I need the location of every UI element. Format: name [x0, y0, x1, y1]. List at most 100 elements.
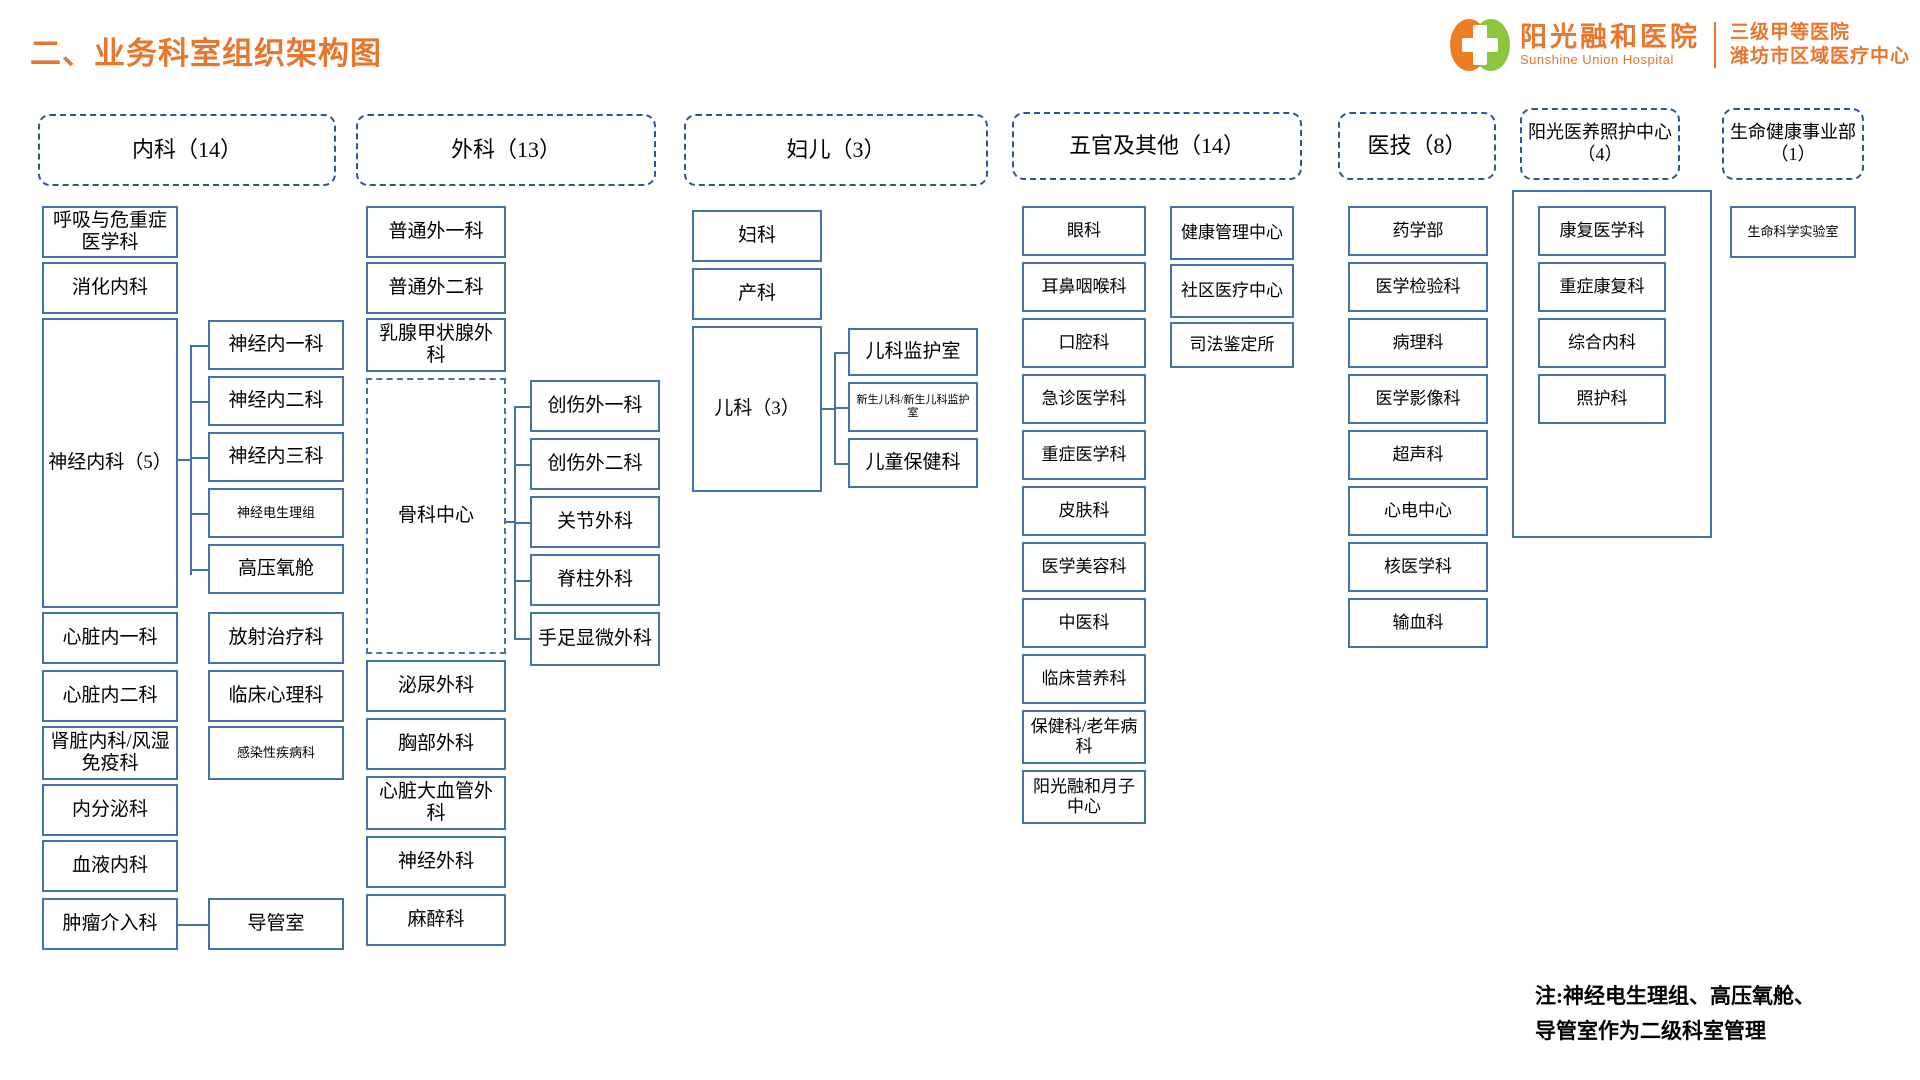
box-fuer-0[interactable]: 妇科 [692, 210, 822, 262]
box-wuguan-a-10[interactable]: 阳光融和月子中心 [1022, 770, 1146, 824]
box-shenjing-child-0[interactable]: 神经内一科 [208, 320, 344, 370]
hospital-logo-block: 阳光融和医院 Sunshine Union Hospital 三级甲等医院 潍坊… [1449, 14, 1910, 76]
box-yiyang-3[interactable]: 照护科 [1538, 374, 1666, 424]
footnote-line1: 注:神经电生理组、高压氧舱、 [1535, 983, 1815, 1008]
box-neike-6[interactable]: 内分泌科 [42, 784, 178, 836]
connector [514, 638, 530, 640]
box-wuguan-b-0[interactable]: 健康管理中心 [1170, 206, 1294, 260]
box-yiji-4[interactable]: 超声科 [1348, 430, 1488, 480]
connector [190, 457, 208, 459]
logo-tag-line2: 潍坊市区域医疗中心 [1729, 46, 1910, 67]
box-yiji-7[interactable]: 输血科 [1348, 598, 1488, 648]
box-waike-5[interactable]: 胸部外科 [366, 718, 506, 770]
box-daoguanshi[interactable]: 导管室 [208, 898, 344, 950]
logo-tag-line1: 三级甲等医院 [1729, 22, 1850, 44]
box-yiyang-1[interactable]: 重症康复科 [1538, 262, 1666, 312]
box-neike-1[interactable]: 消化内科 [42, 262, 178, 314]
box-erke-child-1[interactable]: 新生儿科/新生儿科监护室 [848, 382, 978, 432]
connector [190, 569, 208, 571]
box-shenjing-child-1[interactable]: 神经内二科 [208, 376, 344, 426]
box-shenjing-child-2[interactable]: 神经内三科 [208, 432, 344, 482]
box-waike-4[interactable]: 泌尿外科 [366, 660, 506, 712]
footnote: 注:神经电生理组、高压氧舱、 导管室作为二级科室管理 [1535, 979, 1815, 1050]
box-neike-extra-2[interactable]: 感染性疾病科 [208, 726, 344, 780]
connector [822, 408, 834, 410]
box-neike-0[interactable]: 呼吸与危重症医学科 [42, 206, 178, 258]
logo-names: 阳光融和医院 Sunshine Union Hospital [1519, 22, 1700, 68]
box-neike-7[interactable]: 血液内科 [42, 840, 178, 892]
box-neike-8[interactable]: 肿瘤介入科 [42, 898, 178, 950]
logo-name-en: Sunshine Union Hospital [1519, 52, 1674, 68]
connector [190, 513, 208, 515]
box-waike-0[interactable]: 普通外一科 [366, 206, 506, 258]
box-wuguan-b-2[interactable]: 司法鉴定所 [1170, 322, 1294, 368]
box-guke-child-1[interactable]: 创伤外二科 [530, 438, 660, 490]
connector [514, 406, 530, 408]
box-waike-2[interactable]: 乳腺甲状腺外科 [366, 318, 506, 372]
box-wuguan-a-2[interactable]: 口腔科 [1022, 318, 1146, 368]
connector [834, 407, 848, 409]
box-guke-child-2[interactable]: 关节外科 [530, 496, 660, 548]
box-neike-4[interactable]: 心脏内二科 [42, 670, 178, 722]
box-erke-child-0[interactable]: 儿科监护室 [848, 328, 978, 376]
box-wuguan-a-3[interactable]: 急诊医学科 [1022, 374, 1146, 424]
footnote-line2: 导管室作为二级科室管理 [1535, 1019, 1766, 1044]
group-header-yiyang[interactable]: 阳光医养照护中心（4） [1520, 108, 1680, 180]
box-yiji-1[interactable]: 医学检验科 [1348, 262, 1488, 312]
box-wuguan-a-6[interactable]: 医学美容科 [1022, 542, 1146, 592]
box-wuguan-a-5[interactable]: 皮肤科 [1022, 486, 1146, 536]
hospital-cross-logo-icon [1449, 15, 1510, 75]
box-erke-child-2[interactable]: 儿童保健科 [848, 438, 978, 488]
connector [190, 345, 208, 347]
box-yiyang-0[interactable]: 康复医学科 [1538, 206, 1666, 256]
group-header-fuer[interactable]: 妇儿（3） [684, 114, 988, 186]
box-waike-6[interactable]: 心脏大血管外科 [366, 776, 506, 830]
box-waike-8[interactable]: 麻醉科 [366, 894, 506, 946]
group-header-shengming[interactable]: 生命健康事业部（1） [1722, 108, 1864, 180]
box-yiji-3[interactable]: 医学影像科 [1348, 374, 1488, 424]
box-guke-child-0[interactable]: 创伤外一科 [530, 380, 660, 432]
group-header-waike[interactable]: 外科（13） [356, 114, 656, 186]
logo-tags: 三级甲等医院 潍坊市区域医疗中心 [1730, 21, 1910, 69]
box-guke-child-4[interactable]: 手足显微外科 [530, 612, 660, 666]
box-neike-shenjing[interactable]: 神经内科（5） [42, 318, 178, 608]
box-waike-7[interactable]: 神经外科 [366, 836, 506, 888]
connector [834, 463, 848, 465]
connector [178, 924, 208, 926]
box-yiji-0[interactable]: 药学部 [1348, 206, 1488, 256]
box-neike-5[interactable]: 肾脏内科/风湿免疫科 [42, 726, 178, 780]
connector [506, 521, 514, 523]
connector [514, 580, 530, 582]
group-header-wuguan[interactable]: 五官及其他（14） [1012, 112, 1302, 180]
box-yiyang-2[interactable]: 综合内科 [1538, 318, 1666, 368]
box-guke-center[interactable]: 骨科中心 [366, 378, 506, 654]
box-erke[interactable]: 儿科（3） [692, 326, 822, 492]
page-title: 二、业务科室组织架构图 [30, 36, 382, 71]
box-wuguan-a-8[interactable]: 临床营养科 [1022, 654, 1146, 704]
box-wuguan-a-9[interactable]: 保健科/老年病科 [1022, 710, 1146, 764]
box-wuguan-a-4[interactable]: 重症医学科 [1022, 430, 1146, 480]
box-yiji-5[interactable]: 心电中心 [1348, 486, 1488, 536]
box-wuguan-a-1[interactable]: 耳鼻咽喉科 [1022, 262, 1146, 312]
logo-divider [1713, 22, 1716, 68]
box-fuer-1[interactable]: 产科 [692, 268, 822, 320]
box-yiji-6[interactable]: 核医学科 [1348, 542, 1488, 592]
group-header-yiji[interactable]: 医技（8） [1338, 112, 1496, 180]
box-wuguan-b-1[interactable]: 社区医疗中心 [1170, 264, 1294, 318]
box-shenjing-child-4[interactable]: 高压氧舱 [208, 544, 344, 594]
connector [514, 464, 530, 466]
box-wuguan-a-7[interactable]: 中医科 [1022, 598, 1146, 648]
box-neike-extra-1[interactable]: 临床心理科 [208, 670, 344, 722]
connector [834, 352, 848, 354]
box-yiji-2[interactable]: 病理科 [1348, 318, 1488, 368]
box-guke-child-3[interactable]: 脊柱外科 [530, 554, 660, 606]
connector [190, 401, 208, 403]
box-shenjing-child-3[interactable]: 神经电生理组 [208, 488, 344, 538]
box-shengming-0[interactable]: 生命科学实验室 [1730, 206, 1856, 258]
box-neike-3[interactable]: 心脏内一科 [42, 612, 178, 664]
box-waike-1[interactable]: 普通外二科 [366, 262, 506, 314]
box-wuguan-a-0[interactable]: 眼科 [1022, 206, 1146, 256]
box-neike-extra-0[interactable]: 放射治疗科 [208, 612, 344, 664]
group-header-neike[interactable]: 内科（14） [38, 114, 336, 186]
connector [514, 522, 530, 524]
